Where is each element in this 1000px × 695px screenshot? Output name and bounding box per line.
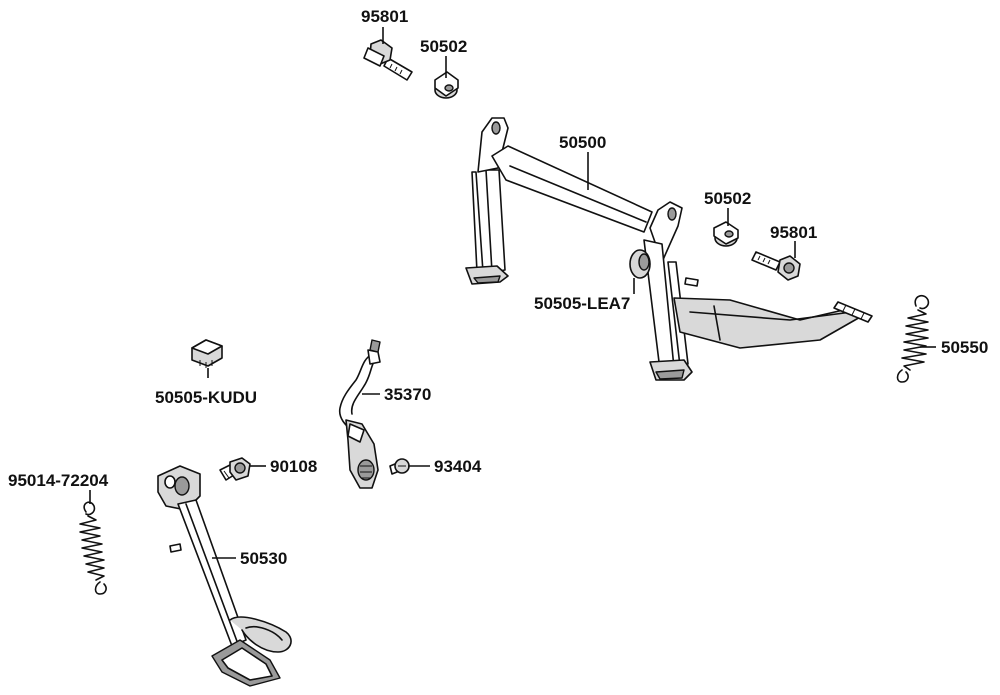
bolt-part-top bbox=[363, 39, 413, 81]
label-bolt-right: 95801 bbox=[770, 223, 817, 242]
collar-part-top bbox=[434, 71, 459, 99]
switch-screw-part bbox=[389, 458, 410, 475]
pivot-bolt-part bbox=[219, 457, 251, 481]
label-main-stand: 50500 bbox=[559, 133, 606, 152]
label-collar-right: 50502 bbox=[704, 189, 751, 208]
label-switch-screw: 93404 bbox=[434, 457, 482, 476]
label-spring-left: 95014-72204 bbox=[8, 471, 109, 490]
label-side-stand: 50530 bbox=[240, 549, 287, 568]
label-side-switch: 35370 bbox=[384, 385, 431, 404]
bushing-part bbox=[629, 249, 651, 279]
rubber-stopper-part bbox=[191, 339, 223, 378]
side-stand-switch-part bbox=[338, 339, 381, 489]
spring-part-left bbox=[79, 501, 107, 595]
label-bolt-top: 95801 bbox=[361, 7, 408, 26]
label-collar-top: 50502 bbox=[420, 37, 467, 56]
bolt-part-right bbox=[751, 251, 801, 281]
spring-part-right bbox=[896, 294, 930, 383]
label-bushing: 50505-LEA7 bbox=[534, 294, 630, 313]
main-stand-part bbox=[465, 117, 873, 381]
label-spring-right: 50550 bbox=[941, 338, 988, 357]
label-rubber-stopper: 50505-KUDU bbox=[155, 388, 257, 407]
label-pivot-bolt: 90108 bbox=[270, 457, 317, 476]
collar-part-right bbox=[713, 221, 739, 247]
side-stand-part bbox=[157, 465, 292, 687]
